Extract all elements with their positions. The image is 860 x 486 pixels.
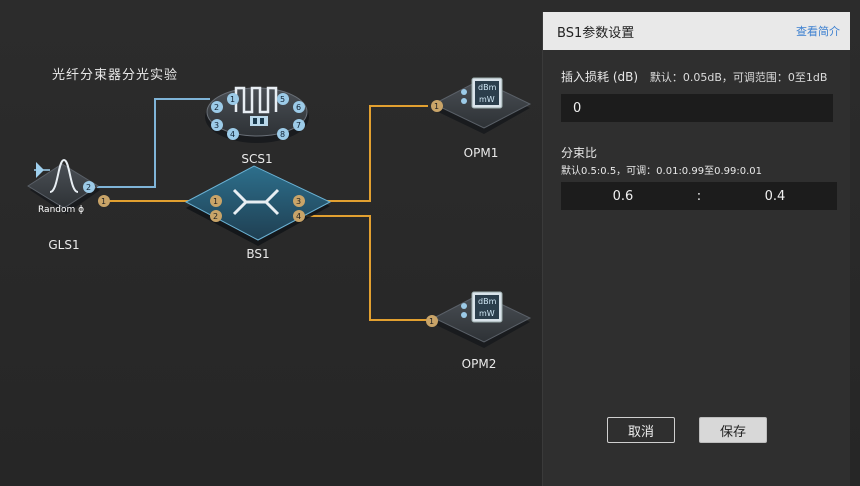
gls1-label: GLS1 (48, 238, 80, 252)
svg-text:8: 8 (280, 130, 285, 139)
topology-diagram: Random ϕ 2 1 1 2 3 4 5 6 7 8 1 2 3 4 dBm mW (27, 77, 532, 348)
scs1-label: SCS1 (241, 152, 273, 166)
split-ratio-left-input[interactable]: 0.6 (612, 188, 634, 204)
bs1-port-4: 4 (293, 210, 305, 222)
bs1-port-3: 3 (293, 195, 305, 207)
view-intro-link[interactable]: 查看简介 (796, 25, 840, 38)
panel-header: BS1参数设置 查看简介 (543, 12, 850, 50)
svg-text:2: 2 (214, 103, 219, 112)
opm2-label: OPM2 (461, 357, 497, 371)
bs1-port-1: 1 (210, 195, 222, 207)
insertion-loss-input[interactable]: 0 (561, 94, 833, 122)
svg-text:6: 6 (296, 103, 301, 112)
svg-text:1: 1 (213, 197, 218, 206)
scs1-port-1: 1 (227, 93, 239, 105)
scs-ports: 1 2 3 4 5 6 7 8 (211, 93, 305, 140)
opm1-port-label: 1 (434, 102, 439, 111)
opm1-device: dBm mW (432, 77, 532, 134)
fiber-bs-opm1 (306, 105, 428, 202)
bs1-port-2: 2 (210, 210, 222, 222)
opm2-device: dBm mW (432, 291, 532, 348)
gls1-device: Random ϕ (27, 158, 100, 215)
gls1-port-1: 1 (98, 195, 110, 207)
experiment-title: 光纤分束器分光实验 (52, 68, 179, 83)
split-ratio-right-input[interactable]: 0.4 (764, 188, 786, 204)
svg-text:7: 7 (296, 121, 301, 130)
opm1-label: OPM1 (463, 146, 499, 160)
svg-text:4: 4 (230, 130, 235, 139)
save-button[interactable]: 保存 (699, 417, 767, 443)
gls-random-text: Random ϕ (38, 205, 84, 215)
gls-port-1-label: 1 (101, 197, 106, 206)
insertion-loss-label: 插入损耗 (dB) 默认：0.05dB，可调范围：0至1dB (561, 68, 827, 85)
svg-text:2: 2 (213, 212, 218, 221)
scs1-port-6: 6 (293, 101, 305, 113)
svg-text:5: 5 (280, 95, 285, 104)
gls1-port-2: 2 (83, 181, 95, 193)
insertion-loss-hint: 默认：0.05dB，可调范围：0至1dB (649, 71, 828, 84)
svg-text:3: 3 (296, 197, 301, 206)
scs1-port-3: 3 (211, 119, 223, 131)
fiber-gls-scs (97, 98, 210, 188)
cancel-button[interactable]: 取消 (607, 417, 675, 443)
scs1-port-7: 7 (293, 119, 305, 131)
svg-text:3: 3 (214, 121, 219, 130)
parameter-panel: BS1参数设置 查看简介 插入损耗 (dB) 默认：0.05dB，可调范围：0至… (542, 12, 850, 486)
split-ratio-separator: : (696, 188, 702, 204)
scs1-device (205, 86, 309, 143)
scs1-port-8: 8 (277, 128, 289, 140)
insertion-loss-title: 插入损耗 (dB) (561, 70, 639, 84)
split-ratio-field: 0.6 : 0.4 (561, 182, 837, 210)
opm1-port: 1 (431, 100, 443, 112)
svg-text:1: 1 (230, 95, 235, 104)
opm2-port: 1 (426, 315, 438, 327)
fiber-bs-opm2 (306, 215, 428, 321)
bs1-label: BS1 (246, 247, 270, 261)
scs1-port-5: 5 (277, 93, 289, 105)
split-ratio-title: 分束比 (561, 146, 598, 160)
bs1-device (184, 165, 332, 246)
bs-ports: 1 2 3 4 (210, 195, 305, 222)
scs1-port-4: 4 (227, 128, 239, 140)
scs1-port-2: 2 (211, 101, 223, 113)
opm1-unit-top: dBm (478, 83, 497, 92)
gls-port-2-label: 2 (86, 183, 91, 192)
split-ratio-hint: 默认0.5:0.5，可调：0.01:0.99至0.99:0.01 (561, 166, 762, 177)
opm2-unit-top: dBm (478, 297, 497, 306)
opm1-unit-bottom: mW (479, 95, 495, 104)
svg-text:4: 4 (296, 212, 301, 221)
panel-title: BS1参数设置 (557, 25, 635, 41)
opm2-port-label: 1 (429, 317, 434, 326)
opm2-unit-bottom: mW (479, 309, 495, 318)
